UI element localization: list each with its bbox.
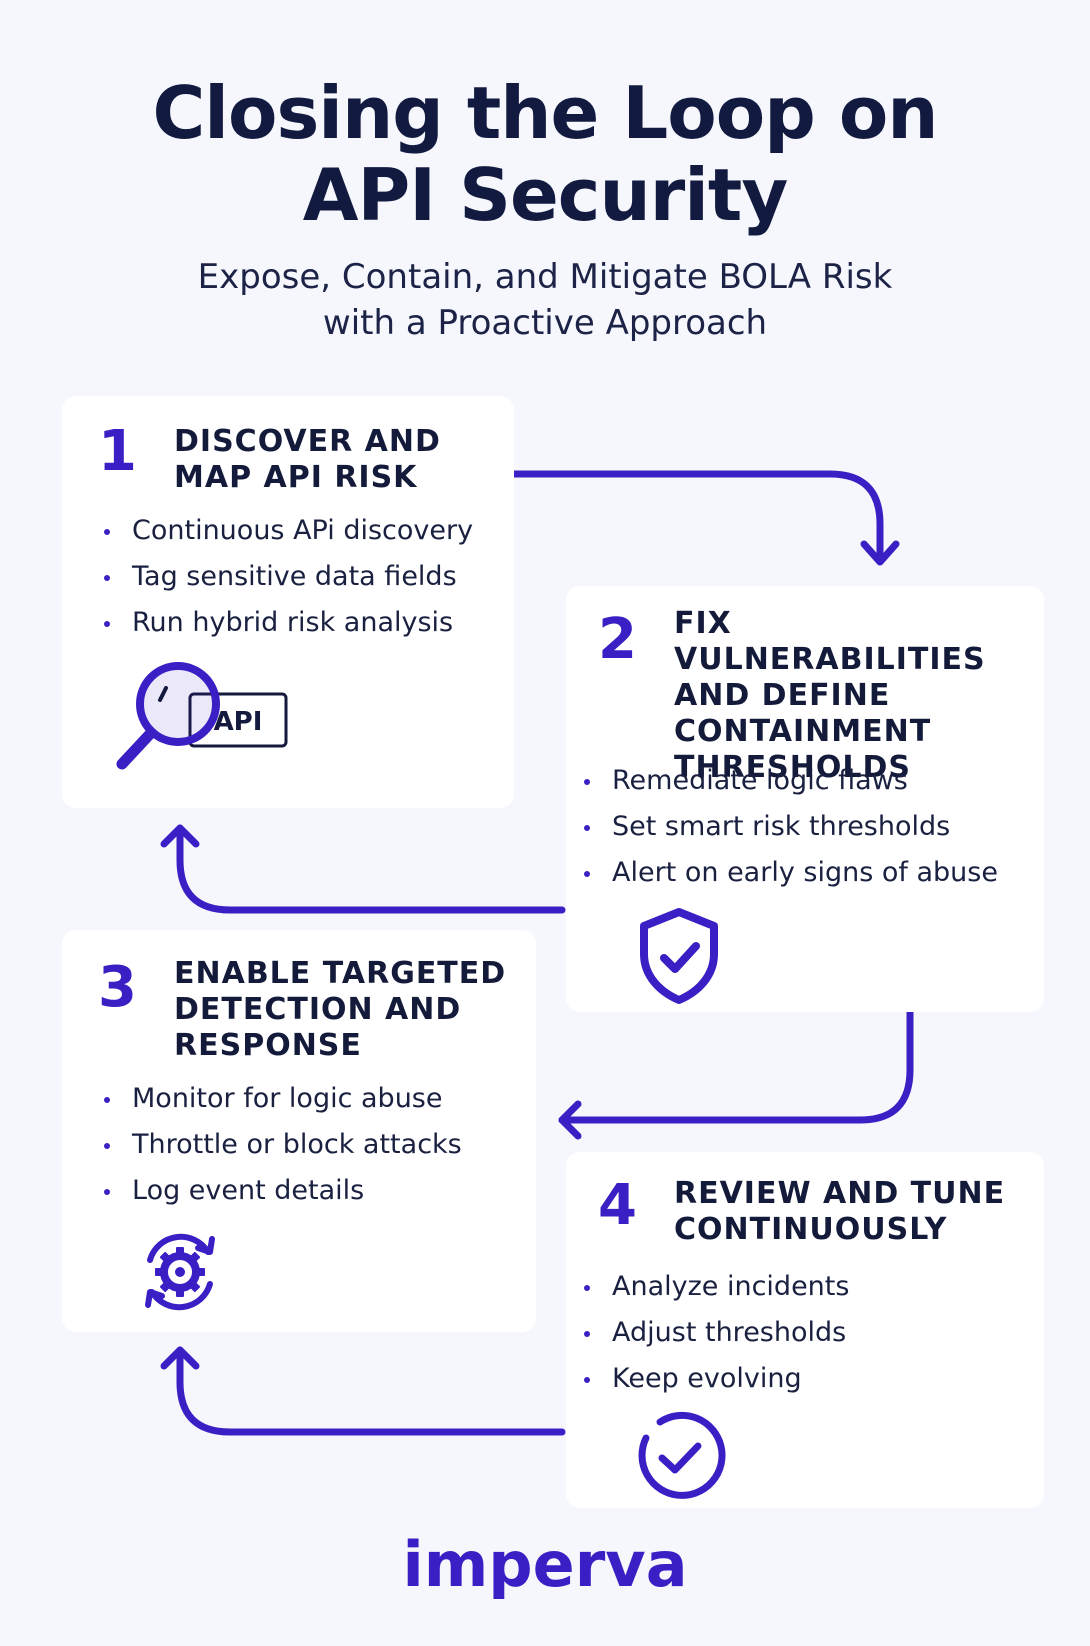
step-card-4: 4 REVIEW AND TUNE CONTINUOUSLY Analyze i…: [566, 1152, 1044, 1508]
bullet-item: Analyze incidents: [580, 1264, 849, 1310]
bullet-item: Remediate logic flaws: [580, 758, 998, 804]
step-bullets: Analyze incidents Adjust thresholds Keep…: [580, 1264, 849, 1402]
step-title-line: DETECTION AND: [174, 992, 462, 1027]
bullet-item: Tag sensitive data fields: [100, 554, 473, 600]
arrow-head-step3-bottom: [160, 1346, 200, 1370]
title-line-1: Closing the Loop on: [152, 71, 938, 155]
step-number: 4: [598, 1173, 637, 1238]
step-title-line: AND DEFINE: [674, 678, 891, 713]
shield-check-icon: [634, 906, 724, 1010]
arrow-step2-to-step1: [176, 824, 566, 914]
step-number: 2: [598, 607, 637, 672]
step-title: REVIEW AND TUNE CONTINUOUSLY: [674, 1176, 1005, 1248]
arrow-step1-to-step2: [510, 470, 884, 564]
step-bullets: Remediate logic flaws Set smart risk thr…: [580, 758, 998, 896]
page-title: Closing the Loop on API Security: [0, 72, 1090, 236]
arrow-head-step1: [160, 824, 200, 848]
step-title: FIX VULNERABILITIES AND DEFINE CONTAINME…: [674, 606, 1044, 786]
gear-refresh-icon: [132, 1224, 228, 1324]
arrow-head-step3: [558, 1100, 582, 1140]
step-title-line: MAP API RISK: [174, 460, 418, 495]
magnifier-api-icon: API: [116, 658, 306, 782]
step-title-line: RESPONSE: [174, 1028, 362, 1063]
step-card-1: 1 DISCOVER AND MAP API RISK Continuous A…: [62, 396, 514, 808]
step-bullets: Monitor for logic abuse Throttle or bloc…: [100, 1076, 462, 1214]
bullet-item: Keep evolving: [580, 1356, 849, 1402]
step-title-line: REVIEW AND TUNE: [674, 1176, 1006, 1211]
bullet-item: Set smart risk thresholds: [580, 804, 998, 850]
api-icon-label: API: [214, 707, 263, 737]
step-title-line: ENABLE TARGETED: [174, 956, 507, 991]
imperva-logo: imperva: [402, 1528, 688, 1601]
step-number: 1: [98, 419, 137, 484]
title-line-2: API Security: [302, 153, 789, 237]
step-title: DISCOVER AND MAP API RISK: [174, 424, 441, 496]
bullet-item: Adjust thresholds: [580, 1310, 849, 1356]
arrow-step4-to-step3: [176, 1346, 566, 1436]
step-title: ENABLE TARGETED DETECTION AND RESPONSE: [174, 956, 506, 1064]
bullet-item: Monitor for logic abuse: [100, 1076, 462, 1122]
step-bullets: Continuous APi discovery Tag sensitive d…: [100, 508, 473, 646]
subtitle-line-1: Expose, Contain, and Mitigate BOLA Risk: [197, 257, 893, 297]
step-title-line: CONTINUOUSLY: [674, 1212, 948, 1247]
step-title-line: FIX VULNERABILITIES: [674, 606, 986, 677]
bullet-item: Log event details: [100, 1168, 462, 1214]
step-title-line: DISCOVER AND: [174, 424, 441, 459]
arrow-head-step2: [860, 540, 900, 566]
circle-check-icon: [632, 1408, 728, 1508]
bullet-item: Throttle or block attacks: [100, 1122, 462, 1168]
arrow-step2-to-step3: [558, 1008, 914, 1124]
subtitle-line-2: with a Proactive Approach: [322, 303, 768, 343]
step-card-3: 3 ENABLE TARGETED DETECTION AND RESPONSE…: [62, 930, 536, 1332]
bullet-item: Continuous APi discovery: [100, 508, 473, 554]
page-subtitle: Expose, Contain, and Mitigate BOLA Risk …: [0, 254, 1090, 346]
bullet-item: Run hybrid risk analysis: [100, 600, 473, 646]
step-title-line: THRESHOLDS: [674, 750, 912, 785]
step-card-2: 2 FIX VULNERABILITIES AND DEFINE CONTAIN…: [566, 586, 1044, 1012]
step-number: 3: [98, 955, 137, 1020]
step-title-line: CONTAINMENT: [674, 714, 932, 749]
bullet-item: Alert on early signs of abuse: [580, 850, 998, 896]
